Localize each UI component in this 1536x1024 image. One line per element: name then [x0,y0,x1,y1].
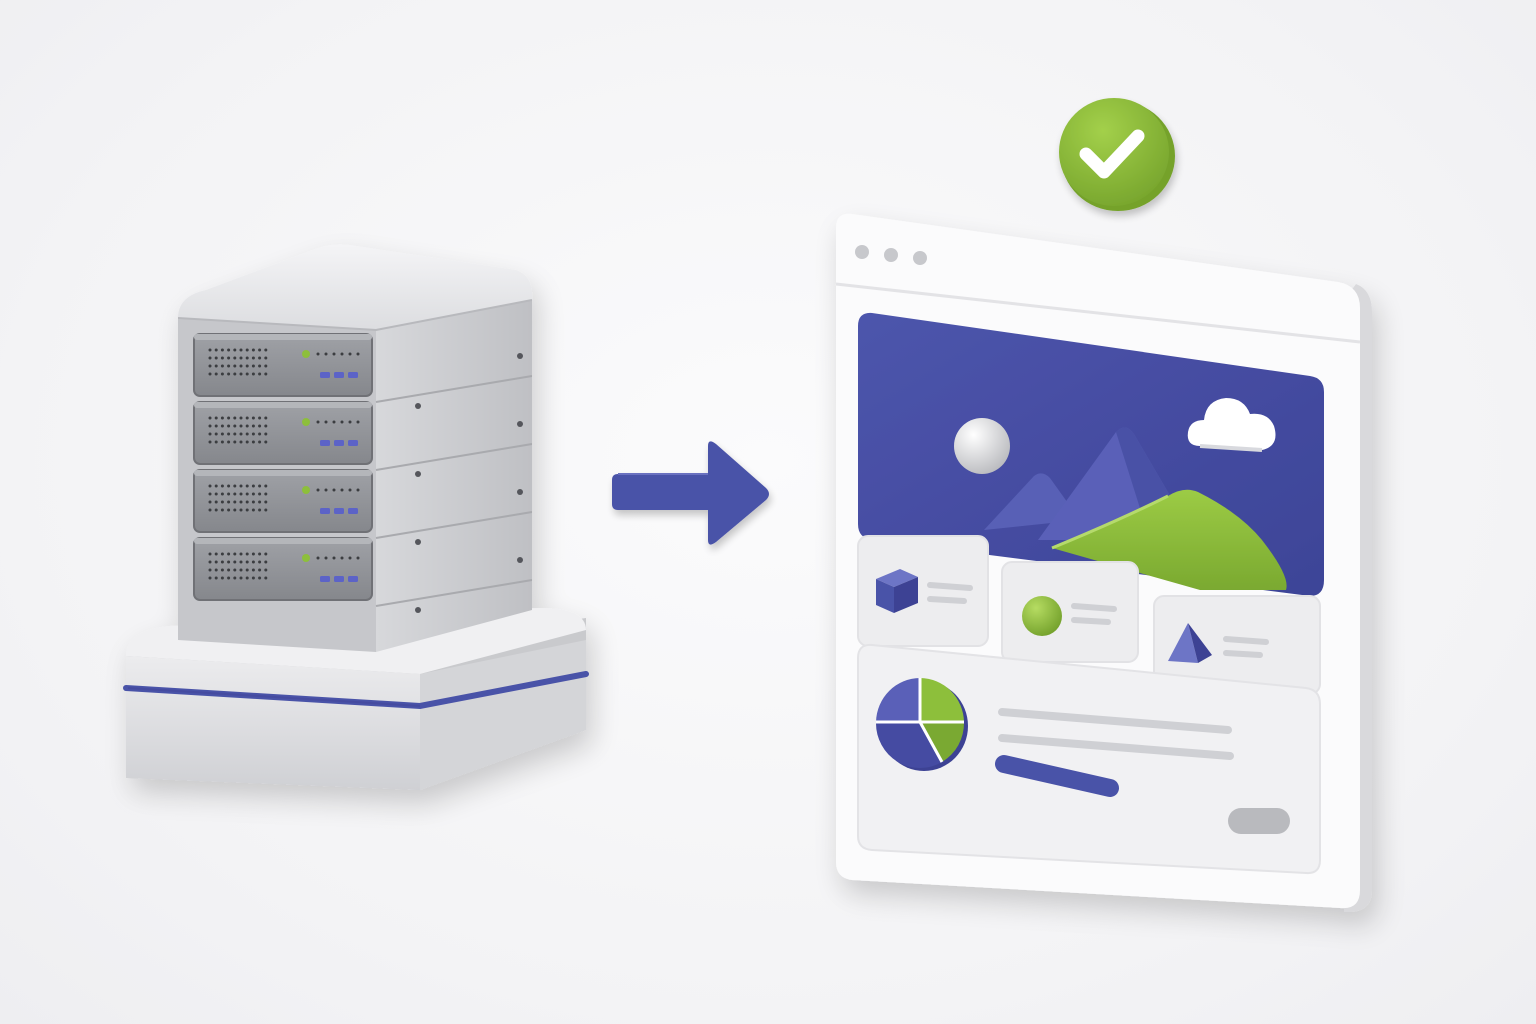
activity-light [348,440,358,446]
activity-light [334,508,344,514]
server-indicator-dots [316,352,360,356]
stats-panel [857,643,1321,875]
activity-light [320,508,330,514]
server-vent [208,348,268,376]
activity-light [320,372,330,378]
cube-icon [876,569,918,613]
activity-light [320,576,330,582]
browser-window-icon [835,213,1372,912]
status-led [302,418,310,426]
stats-text-lines [995,708,1234,797]
server-indicator-dots [316,488,360,492]
cloud-icon [1187,398,1276,452]
server-vent [208,416,268,444]
activity-light [334,440,344,446]
pie-chart-icon [875,678,968,771]
check-circle-icon [1059,98,1175,211]
feature-cards [857,535,1321,695]
server-indicator-dots [316,556,360,560]
status-led [302,554,310,562]
server-unit [193,333,373,397]
status-led [302,486,310,494]
server-rack-icon [123,244,589,790]
server-top-panel [178,244,533,330]
server-vent [208,552,268,580]
server-unit [193,401,373,465]
feature-card [1001,561,1139,663]
server-side-details [375,375,533,607]
sphere-icon [954,418,1010,474]
activity-light [348,372,358,378]
activity-light [348,508,358,514]
activity-light [348,576,358,582]
pill-shape [1228,808,1290,834]
server-units [193,333,373,601]
window-dot [855,245,869,259]
feature-card [857,535,989,647]
landscape-image-icon [858,312,1324,596]
status-led [302,350,310,358]
pyramid-icon [1168,623,1212,663]
arrow-right-icon [612,441,769,545]
window-dot [884,248,898,262]
server-unit [193,469,373,533]
feature-card [1153,595,1321,695]
browser-window-dots [855,245,927,265]
server-screws [415,353,523,613]
server-side-panel [376,300,532,652]
server-vent [208,484,268,512]
window-dot [913,251,927,265]
server-indicator-dots [316,420,360,424]
sphere-icon [1022,596,1062,636]
server-unit [193,537,373,601]
activity-light [320,440,330,446]
activity-light [334,372,344,378]
activity-light [334,576,344,582]
